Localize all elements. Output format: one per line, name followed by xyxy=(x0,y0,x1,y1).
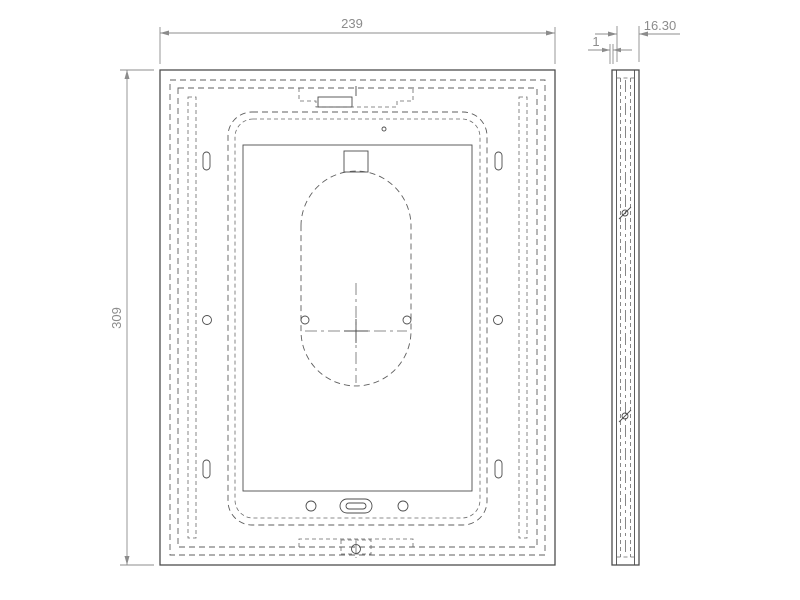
frame-hole-left xyxy=(202,315,212,325)
side-screw-lower xyxy=(621,412,629,420)
arrowhead xyxy=(602,47,610,53)
cable-cutout-square xyxy=(343,150,369,173)
mount-hole xyxy=(300,315,310,325)
top-cutout-step xyxy=(298,88,414,108)
bottom-cutout-step xyxy=(298,538,414,547)
corner-slot xyxy=(202,459,211,479)
corner-slot xyxy=(202,151,211,171)
top-tab xyxy=(317,96,353,108)
side-screw-upper xyxy=(621,209,629,217)
side-screw-upper-slot xyxy=(618,206,632,220)
dimension-height: 309 xyxy=(109,69,154,566)
enclosure-outer-frame xyxy=(159,69,556,566)
corner-slot xyxy=(494,151,503,171)
dimension-label-height: 309 xyxy=(109,307,124,329)
dimension-label-step: 1 xyxy=(592,34,599,49)
arrowhead xyxy=(613,47,621,53)
home-button-inner xyxy=(345,502,367,510)
tablet-bezel-outline xyxy=(234,118,481,519)
front-camera-dot xyxy=(381,126,387,132)
dimension-step: 1 xyxy=(588,34,632,64)
front-view xyxy=(159,69,556,566)
tablet-outline xyxy=(227,111,488,526)
arrowhead xyxy=(639,31,648,37)
frame-hole-right xyxy=(493,315,503,325)
bottom-key-right xyxy=(397,500,409,512)
arrowhead xyxy=(124,556,130,565)
arrowhead xyxy=(124,70,130,79)
dimension-label-depth: 16.30 xyxy=(644,18,677,33)
dimension-label-width: 239 xyxy=(341,16,363,31)
home-button xyxy=(339,498,373,514)
right-rail-strip xyxy=(518,96,528,539)
screen-window xyxy=(242,144,473,492)
side-screw-lower-slot xyxy=(618,409,632,423)
bottom-tab xyxy=(340,539,372,555)
arrowhead xyxy=(546,30,555,36)
arrowhead xyxy=(608,31,617,37)
corner-slot xyxy=(494,459,503,479)
enclosure-inner-frame-dashed xyxy=(169,79,546,556)
enclosure-inner-frame2-dashed xyxy=(177,87,538,548)
dimension-width: 239 xyxy=(159,16,556,64)
side-view xyxy=(611,69,640,566)
side-outer-profile xyxy=(611,69,640,566)
left-rail-strip xyxy=(187,96,197,539)
mount-hole xyxy=(402,315,412,325)
bottom-key-left xyxy=(305,500,317,512)
arrowhead xyxy=(160,30,169,36)
dimension-depth: 16.30 xyxy=(595,18,680,62)
